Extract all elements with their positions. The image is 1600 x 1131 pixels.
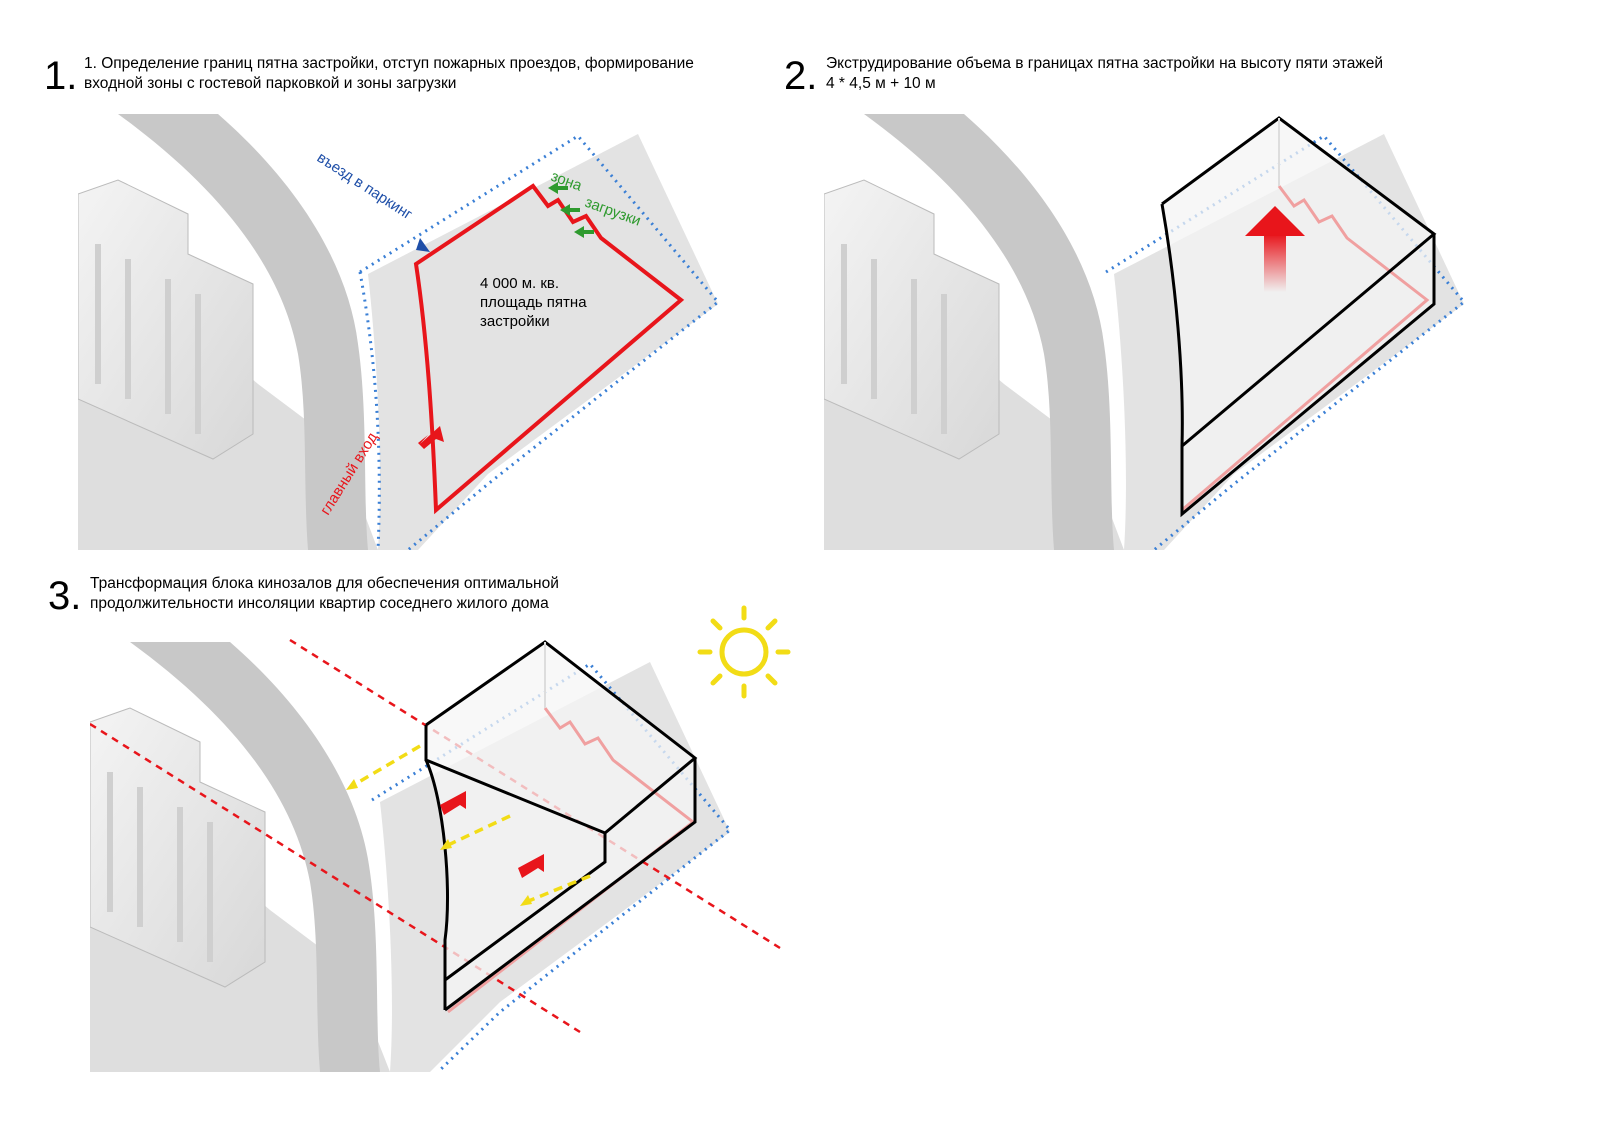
road [130, 642, 380, 1072]
arrow-icon [418, 426, 444, 449]
sun-ray-line [90, 722, 581, 1034]
step-1-number: 1. [44, 54, 78, 98]
site-plan-panel-3 [90, 600, 810, 1080]
step-2-caption: Экструдирование объема в границах пятна … [826, 54, 1486, 94]
extrusion-diagram [824, 114, 1467, 550]
step-3-caption-line1: Трансформация блока кинозалов для обеспе… [90, 575, 559, 592]
site-plan-panel-2 [824, 114, 1484, 550]
extruded-volume [1160, 116, 1437, 518]
step-2-caption-line1: Экструдирование объема в границах пятна … [826, 55, 1384, 72]
step-2-number: 2. [784, 54, 818, 98]
transformed-volume [424, 640, 698, 1014]
step-2-caption-line2: 4 * 4,5 м + 10 м [826, 75, 936, 92]
area-label-line3: застройки [480, 313, 550, 330]
step-3-number: 3. [48, 574, 82, 618]
insolation-arrowheads [346, 779, 532, 906]
loading-arrows [548, 182, 594, 238]
area-label-line1: 4 000 м. кв. [480, 275, 559, 292]
step-1-caption-line1: 1. Определение границ пятна застройки, о… [84, 55, 694, 72]
residential-building [90, 707, 266, 988]
fire-lane-boundary-west [358, 271, 381, 550]
step-3-caption-line2: продолжительности инсоляции квартир сосе… [90, 595, 549, 612]
step-1-caption-line2: входной зоны с гостевой парковкой и зоны… [84, 75, 457, 92]
road [118, 114, 368, 550]
building-footprint [413, 183, 685, 515]
insolation-arrows [351, 744, 591, 904]
parking-entry-label: въезд в паркинг [314, 149, 416, 223]
residential-building [824, 179, 1000, 460]
arrow-icon [440, 791, 466, 815]
step-1-caption: 1. Определение границ пятна застройки, о… [84, 54, 744, 94]
site-plan-panel-1: въезд в паркинг зона загрузки 4 000 м. к… [78, 114, 738, 550]
arrow-icon [1245, 206, 1305, 292]
road [864, 114, 1114, 550]
sun-icon [697, 605, 791, 699]
area-label-line2: площадь пятна [480, 294, 587, 311]
step-3-caption: Трансформация блока кинозалов для обеспе… [90, 574, 750, 614]
site-plan-1: въезд в паркинг зона загрузки 4 000 м. к… [78, 114, 721, 550]
transformation-diagram [90, 605, 791, 1074]
residential-building [78, 179, 254, 460]
arrow-icon [518, 854, 544, 878]
parking-entry-marker [416, 238, 430, 252]
